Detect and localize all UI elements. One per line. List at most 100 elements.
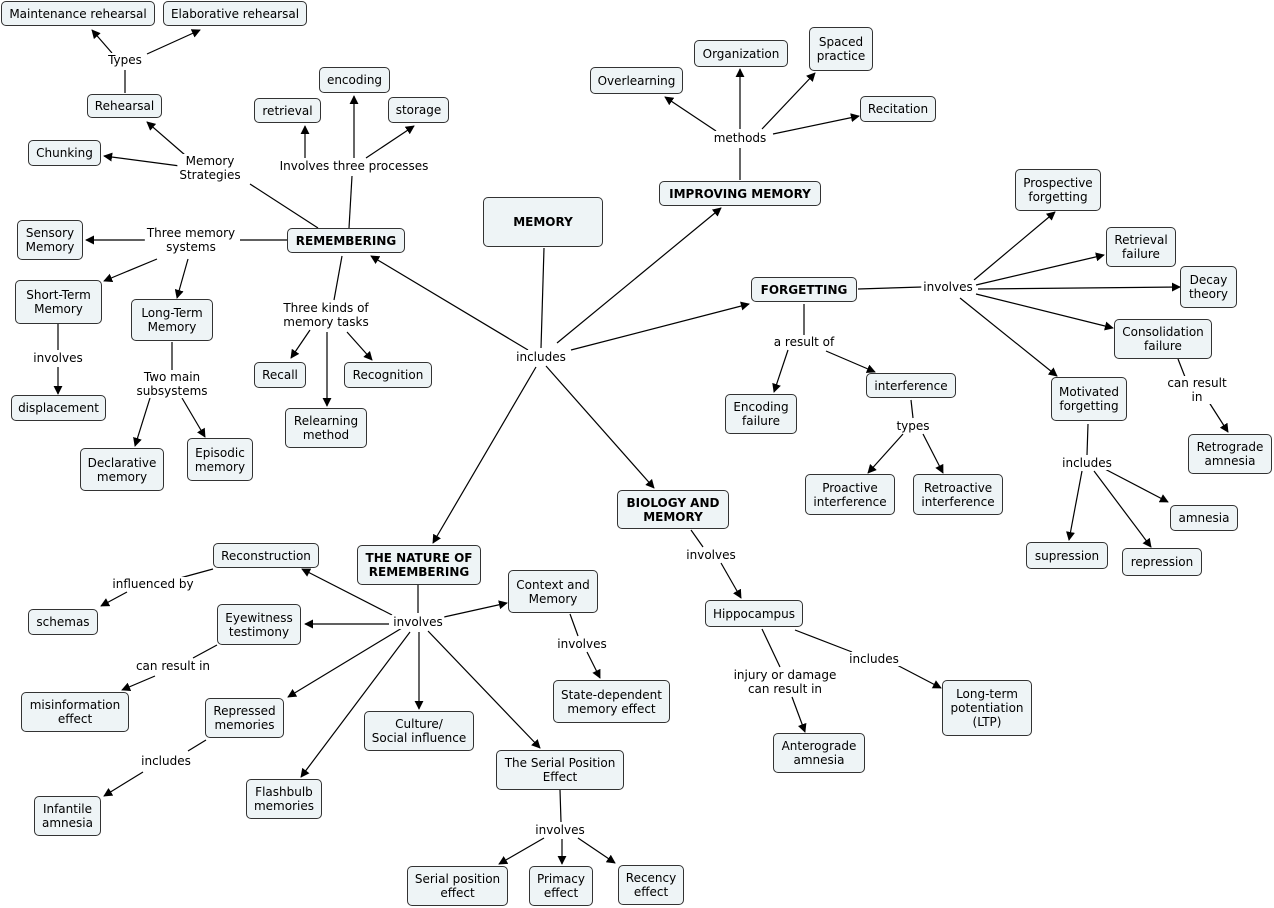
connector-18 <box>181 397 206 438</box>
node-forgetting[interactable]: FORGETTING <box>751 277 857 302</box>
node-nature-of-remembering[interactable]: THE NATURE OF REMEMBERING <box>357 545 481 585</box>
connector-52 <box>690 529 704 548</box>
connector-28 <box>545 365 655 489</box>
node-interference[interactable]: interference <box>866 373 956 398</box>
node-retroactive-interference[interactable]: Retroactive interference <box>913 474 1003 515</box>
node-context-and-memory[interactable]: Context and Memory <box>508 570 598 613</box>
node-improving-memory[interactable]: IMPROVING MEMORY <box>659 181 821 206</box>
node-recognition[interactable]: Recognition <box>344 362 432 388</box>
connector-44 <box>825 350 876 373</box>
node-eyewitness-testimony[interactable]: Eyewitness testimony <box>217 604 301 645</box>
connector-4 <box>103 152 181 167</box>
node-supression[interactable]: supression <box>1026 542 1108 569</box>
node-overlearning[interactable]: Overlearning <box>590 67 683 94</box>
connector-38 <box>975 293 1114 331</box>
node-relearning-method[interactable]: Relearning method <box>285 408 367 448</box>
connector-59 <box>301 568 393 616</box>
connector-54 <box>761 628 781 668</box>
connector-72 <box>569 613 579 637</box>
node-encoding[interactable]: encoding <box>319 67 390 93</box>
node-encoding-failure[interactable]: Encoding failure <box>725 394 797 434</box>
node-schemas[interactable]: schemas <box>28 609 98 635</box>
node-prospective-forgetting[interactable]: Prospective forgetting <box>1015 169 1101 211</box>
connector-75 <box>498 837 545 865</box>
node-motivated-forgetting[interactable]: Motivated forgetting <box>1051 377 1127 421</box>
node-episodic-memory[interactable]: Episodic memory <box>187 438 253 481</box>
node-proactive-interference[interactable]: Proactive interference <box>805 474 895 515</box>
connector-1 <box>91 29 113 54</box>
connector-2 <box>146 29 201 55</box>
node-reconstruction[interactable]: Reconstruction <box>213 543 319 568</box>
node-short-term-memory[interactable]: Short-Term Memory <box>15 280 102 324</box>
link-three-kinds-tasks: Three kinds of memory tasks <box>281 301 371 329</box>
node-serial-position-effect-main[interactable]: The Serial Position Effect <box>496 750 624 790</box>
connector-67 <box>100 591 128 607</box>
node-retrieval[interactable]: retrieval <box>254 98 321 123</box>
link-includes-hippocampus: includes <box>847 652 901 666</box>
node-sensory-memory[interactable]: Sensory Memory <box>17 220 83 260</box>
connector-45 <box>910 399 914 419</box>
node-declarative-memory[interactable]: Declarative memory <box>80 448 164 491</box>
node-decay-theory[interactable]: Decay theory <box>1180 266 1237 308</box>
node-storage[interactable]: storage <box>388 97 449 123</box>
connector-47 <box>922 433 944 474</box>
node-rehearsal[interactable]: Rehearsal <box>87 94 162 118</box>
connector-66 <box>179 568 214 579</box>
connector-21 <box>346 331 373 361</box>
node-misinformation-effect[interactable]: misinformation effect <box>21 692 129 732</box>
node-primacy-effect[interactable]: Primacy effect <box>529 866 593 906</box>
connector-5 <box>249 183 319 229</box>
link-methods: methods <box>711 131 769 145</box>
connector-61 <box>443 600 508 618</box>
node-elaborative-rehearsal[interactable]: Elaborative rehearsal <box>163 1 307 26</box>
link-memory-strategies: Memory Strategies <box>177 154 243 182</box>
node-serial-position-effect[interactable]: Serial position effect <box>407 866 508 906</box>
node-flashbulb-memories[interactable]: Flashbulb memories <box>246 779 322 819</box>
node-consolidation-failure[interactable]: Consolidation failure <box>1114 319 1212 359</box>
connector-23 <box>540 247 545 349</box>
connector-25 <box>570 301 750 351</box>
node-chunking[interactable]: Chunking <box>28 140 101 166</box>
connector-68 <box>192 644 218 659</box>
node-recall[interactable]: Recall <box>254 362 306 388</box>
link-can-result-eyewitness: can result in <box>133 659 213 673</box>
node-culture-social-influence[interactable]: Culture/ Social influence <box>364 711 474 751</box>
connector-51 <box>1100 466 1169 503</box>
node-retrograde-amnesia[interactable]: Retrograde amnesia <box>1188 434 1272 474</box>
node-anterograde-amnesia[interactable]: Anterograde amnesia <box>773 733 865 773</box>
connector-70 <box>187 739 207 752</box>
node-recency-effect[interactable]: Recency effect <box>618 865 684 905</box>
link-two-main-subsystems: Two main subsystems <box>134 370 210 398</box>
node-repression[interactable]: repression <box>1122 548 1202 576</box>
link-can-result-consolidation: can result in <box>1158 376 1236 404</box>
connector-65 <box>427 630 541 749</box>
connector-37 <box>977 282 1181 292</box>
link-involves-three-processes: Involves three processes <box>277 159 431 173</box>
node-long-term-potentiation[interactable]: Long-term potentiation (LTP) <box>942 680 1032 736</box>
connector-49 <box>1066 470 1083 541</box>
link-involves-nature: involves <box>391 615 445 629</box>
node-memory[interactable]: MEMORY <box>483 197 603 247</box>
node-spaced-practice[interactable]: Spaced practice <box>809 27 873 71</box>
node-recitation[interactable]: Recitation <box>860 96 936 122</box>
node-retrieval-failure[interactable]: Retrieval failure <box>1106 227 1176 267</box>
connector-20 <box>290 329 311 359</box>
connector-26 <box>556 207 722 344</box>
connector-27 <box>432 366 537 544</box>
node-hippocampus[interactable]: Hippocampus <box>705 600 803 627</box>
node-amnesia[interactable]: amnesia <box>1170 505 1238 531</box>
connector-73 <box>586 651 601 679</box>
node-infantile-amnesia[interactable]: Infantile amnesia <box>34 796 101 836</box>
link-involves-serial: involves <box>533 823 587 837</box>
node-state-dependent-memory[interactable]: State-dependent memory effect <box>553 680 670 723</box>
connector-46 <box>867 433 904 474</box>
node-organization[interactable]: Organization <box>694 40 788 67</box>
node-long-term-memory[interactable]: Long-Term Memory <box>131 299 213 341</box>
node-repressed-memories[interactable]: Repressed memories <box>205 698 284 738</box>
node-displacement[interactable]: displacement <box>11 395 106 421</box>
node-remembering[interactable]: REMEMBERING <box>287 228 405 253</box>
node-maintenance-rehearsal[interactable]: Maintenance rehearsal <box>1 1 155 26</box>
connector-17 <box>133 397 151 447</box>
node-biology-and-memory[interactable]: BIOLOGY AND MEMORY <box>617 490 729 529</box>
